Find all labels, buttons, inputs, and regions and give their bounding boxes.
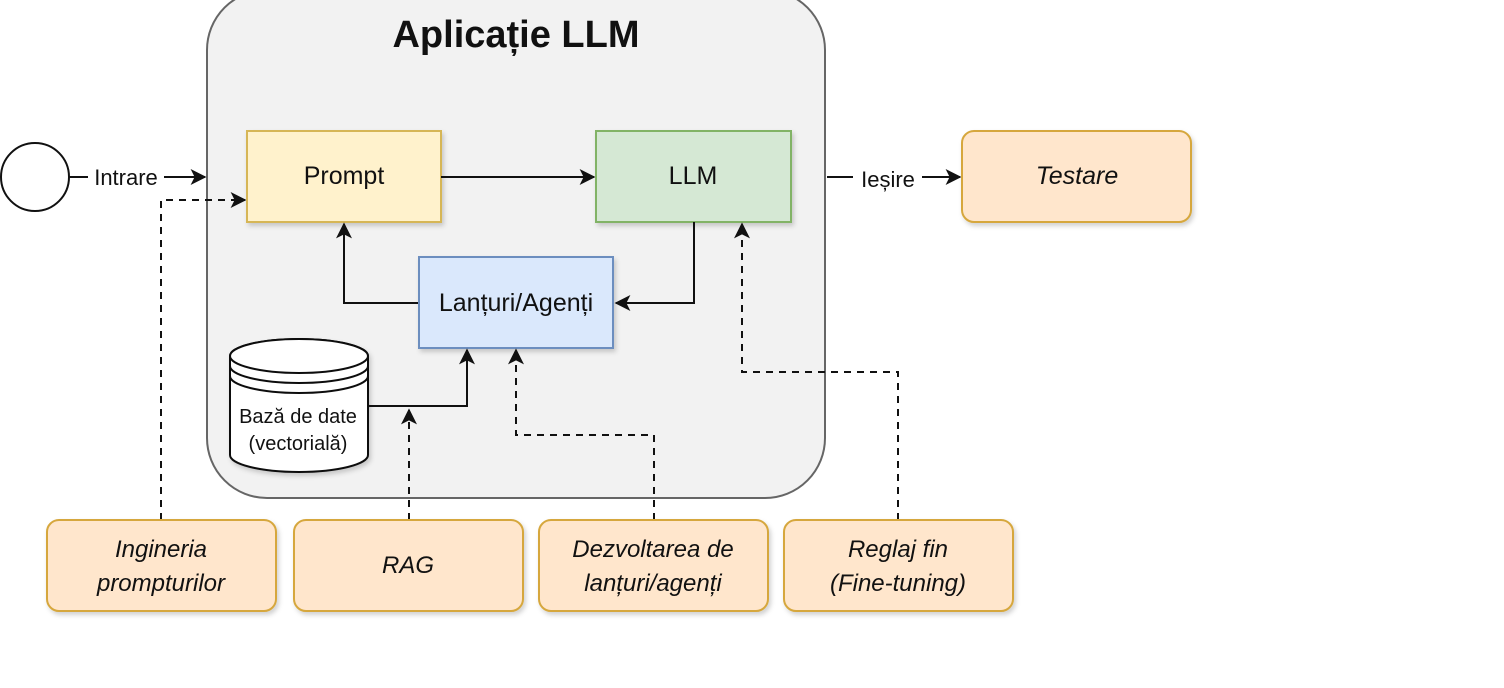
diagram-title: Aplicație LLM <box>392 14 639 56</box>
vector-database-node <box>229 338 369 473</box>
chain-development-label-line1: Dezvoltarea de <box>572 536 733 563</box>
prompt-engineering-label-line1: Ingineria <box>115 536 207 563</box>
database-label-line1: Bază de date <box>239 406 357 428</box>
db-chains-edge <box>355 348 475 414</box>
chains-agents-node <box>418 256 614 349</box>
chain-development-activity <box>538 519 769 612</box>
testing-label: Testare <box>1036 162 1118 190</box>
prompt-engineering-activity <box>46 519 277 612</box>
prompt-label: Prompt <box>304 162 385 190</box>
chain-development-link <box>508 348 655 520</box>
chain-development-label-line2: lanțuri/agenți <box>584 570 722 597</box>
database-label-line2: (vectorială) <box>249 433 348 455</box>
input-label: Intrare <box>94 165 158 190</box>
prompt-node <box>246 130 442 223</box>
fine-tuning-label-line1: Reglaj fin <box>848 536 948 563</box>
testing-activity <box>961 130 1192 223</box>
llm-node <box>595 130 792 223</box>
fine-tuning-activity <box>783 519 1014 612</box>
prompt-engineering-link <box>160 192 247 520</box>
chains-agents-label: Lanțuri/Agenți <box>439 289 593 317</box>
llm-label: LLM <box>669 162 718 190</box>
start-node <box>0 142 70 212</box>
llm-to-chains-edge <box>614 222 695 311</box>
chains-to-prompt-edge <box>336 222 419 304</box>
output-label: Ieșire <box>861 167 915 192</box>
fine-tuning-label-line2: (Fine-tuning) <box>830 570 966 597</box>
rag-activity <box>293 519 524 612</box>
prompt-engineering-label-line2: prompturilor <box>96 570 226 597</box>
fine-tuning-link <box>734 222 899 520</box>
rag-label: RAG <box>382 552 434 579</box>
